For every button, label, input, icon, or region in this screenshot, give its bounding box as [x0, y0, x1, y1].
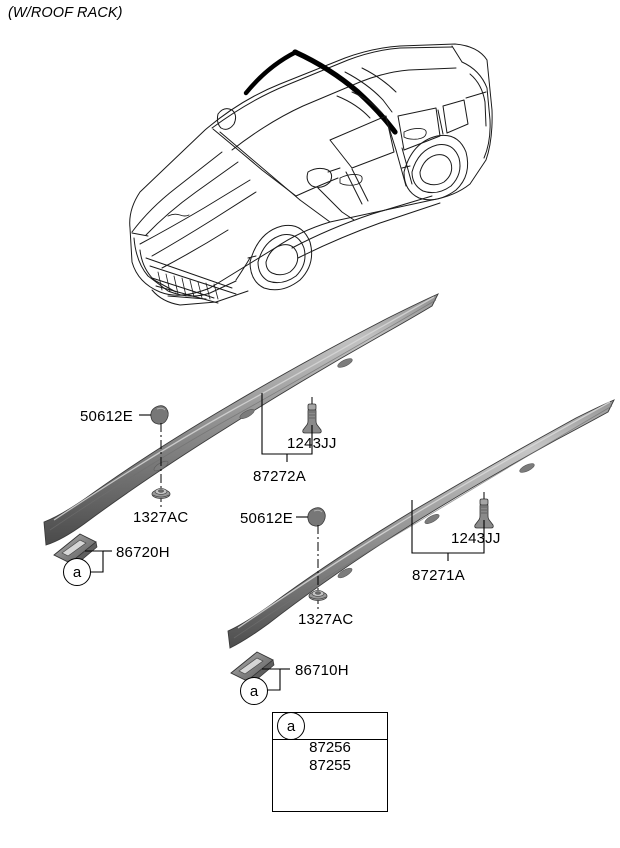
- part-icon-50612E-left: [139, 405, 169, 425]
- part-label-50612E-right: 50612E: [240, 510, 293, 527]
- part-label-86710H: 86710H: [295, 662, 349, 679]
- detail-box-marker-a: a: [277, 712, 305, 740]
- detail-part-label-87255: 87255: [309, 757, 351, 774]
- detail-box-header: a: [273, 712, 387, 740]
- part-icon-1243JJ-right: [474, 492, 494, 529]
- part-label-1327AC-right: 1327AC: [298, 611, 354, 628]
- detail-box-a: a 87256 87255: [272, 712, 388, 812]
- part-label-50612E-left: 50612E: [80, 408, 133, 425]
- callout-marker-a-left[interactable]: a: [63, 558, 91, 586]
- part-icon-1327AC-left: [151, 488, 171, 499]
- part-icon-1327AC-right: [308, 590, 328, 601]
- part-label-1327AC-left: 1327AC: [133, 509, 189, 526]
- vehicle-illustration: [129, 43, 493, 306]
- part-icon-50612E-right: [296, 507, 326, 527]
- part-icon-1243JJ-left: [302, 397, 322, 434]
- callout-marker-a-right[interactable]: a: [240, 677, 268, 705]
- part-label-86720H: 86720H: [116, 544, 170, 561]
- detail-part-label-87256: 87256: [309, 739, 351, 756]
- part-label-1243JJ-right: 1243JJ: [451, 530, 501, 547]
- diagram-title: (W/ROOF RACK): [8, 5, 123, 21]
- part-label-1243JJ-left: 1243JJ: [287, 435, 337, 452]
- part-label-87271A: 87271A: [412, 567, 465, 584]
- part-label-87272A: 87272A: [253, 468, 306, 485]
